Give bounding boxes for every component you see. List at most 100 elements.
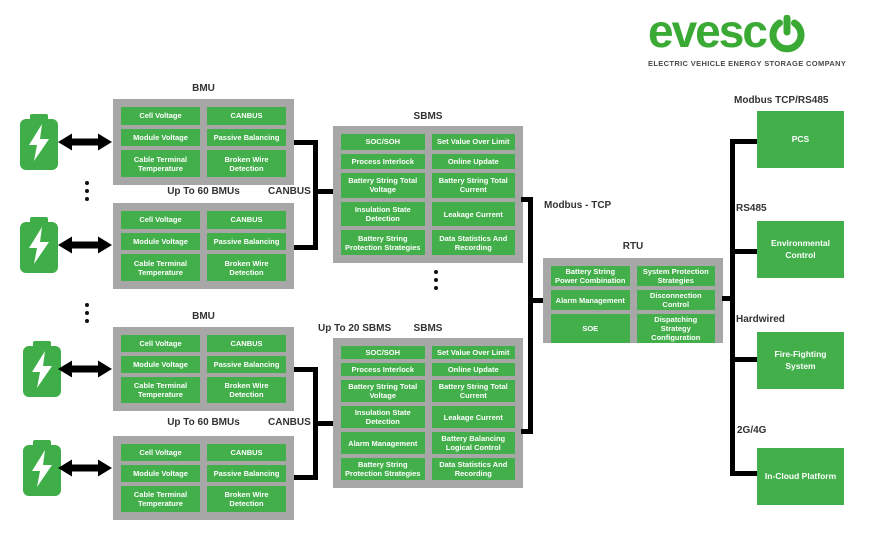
bmu-title: BMU (192, 311, 215, 322)
bmu-cell: Cable Terminal Temperature (121, 150, 200, 177)
bmu-cell: Module Voltage (121, 232, 200, 251)
rtu-cell: Battery String Power Combination (551, 266, 630, 286)
sbms-cell: Process Interlock (341, 363, 425, 376)
sbms-panel-top: SOC/SOH Set Value Over Limit Process Int… (333, 126, 523, 263)
env-bus-label: RS485 (736, 203, 767, 214)
sbms-panel-bottom: SOC/SOH Set Value Over Limit Process Int… (333, 338, 523, 488)
fire-bus-label: Hardwired (736, 314, 785, 325)
in-cloud-box: In-Cloud Platform (757, 448, 844, 505)
rtu-cell: Dispatching Strategy Configuration (636, 314, 715, 343)
bmu-panel-3: Cell Voltage CANBUS Module Voltage Passi… (113, 327, 294, 411)
bmu-panel-2: Cell Voltage CANBUS Module Voltage Passi… (113, 203, 294, 289)
logo-wordmark: evesc (648, 5, 768, 57)
sbms-cell: Set Value Over Limit (431, 134, 515, 150)
connector-line (528, 197, 533, 434)
connector-line (294, 140, 318, 145)
pcs-box: PCS (757, 111, 844, 168)
environmental-control-box: Environmental Control (757, 221, 844, 278)
rtu-cell: Alarm Management (551, 290, 630, 310)
bmu-cell: Passive Balancing (207, 232, 286, 251)
sbms-cell: Battery Balancing Logical Control (431, 432, 515, 454)
rtu-cell: SOE (551, 314, 630, 343)
bmu-cell: Passive Balancing (207, 465, 286, 482)
connector-line (313, 189, 333, 194)
connector-line (730, 139, 735, 476)
bmu-title: BMU (192, 83, 215, 94)
sbms-cell: Online Update (431, 153, 515, 170)
modbus-tcp-label: Modbus - TCP (544, 200, 612, 211)
sbms-cell: SOC/SOH (341, 134, 425, 150)
rtu-cell: Disconnection Control (636, 290, 715, 310)
sbms-cell: Insulation State Detection (341, 201, 425, 227)
sbms-cell: Data Statistics And Recording (431, 458, 515, 480)
connector-line (294, 475, 318, 480)
sbms-cell: Battery String Protection Strategies (341, 230, 425, 255)
sbms-cell: Online Update (431, 363, 515, 376)
bmu-cell: Broken Wire Detection (207, 377, 286, 403)
bmu-cell: Module Voltage (121, 465, 200, 482)
bmu-panel-1: Cell Voltage CANBUS Module Voltage Passi… (113, 99, 294, 185)
rtu-cell: System Protection Strategies (636, 266, 715, 286)
bmu-panel-4: Cell Voltage CANBUS Module Voltage Passi… (113, 436, 294, 520)
connector-line (294, 245, 318, 250)
canbus-label: CANBUS (268, 186, 311, 197)
sbms-cell: Leakage Current (431, 201, 515, 227)
connector-line (313, 421, 333, 426)
battery-icon (23, 440, 61, 496)
canbus-label: CANBUS (268, 417, 311, 428)
sbms-count-label: Up To 20 SBMS (318, 323, 392, 334)
ellipsis-icon (434, 270, 438, 290)
fire-fighting-box: Fire-Fighting System (757, 332, 844, 389)
bmu-cell: Passive Balancing (207, 128, 286, 147)
bmu-cell: Module Voltage (121, 356, 200, 373)
bmu-count-label: Up To 60 BMUs (167, 417, 240, 428)
bmu-cell: Cable Terminal Temperature (121, 254, 200, 281)
bmu-cell: Cable Terminal Temperature (121, 377, 200, 403)
sbms-cell: Insulation State Detection (341, 406, 425, 428)
connector-line (313, 140, 318, 250)
sbms-cell: Battery String Protection Strategies (341, 458, 425, 480)
sbms-cell: Set Value Over Limit (431, 346, 515, 359)
connector-line (730, 249, 757, 254)
sbms-cell: Battery String Total Voltage (341, 380, 425, 402)
sbms-cell: Process Interlock (341, 153, 425, 170)
bmu-count-label: Up To 60 BMUs (167, 186, 240, 197)
logo-tagline: ELECTRIC VEHICLE ENERGY STORAGE COMPANY (648, 59, 847, 68)
sbms-cell: Data Statistics And Recording (431, 230, 515, 255)
bmu-cell: Broken Wire Detection (207, 254, 286, 281)
rtu-panel: Battery String Power Combination System … (543, 258, 723, 343)
connector-line (528, 298, 543, 303)
connector-line (521, 197, 533, 202)
connector-line (730, 471, 757, 476)
bidirectional-arrow-icon (58, 360, 112, 378)
bmu-cell: Cell Voltage (121, 107, 200, 125)
sbms-title: SBMS (413, 323, 443, 334)
bidirectional-arrow-icon (58, 459, 112, 477)
power-button-icon (769, 15, 805, 53)
rtu-title: RTU (622, 241, 644, 252)
ellipsis-icon (85, 181, 89, 201)
battery-icon (20, 217, 58, 273)
bmu-cell: Cable Terminal Temperature (121, 486, 200, 512)
bidirectional-arrow-icon (58, 133, 112, 151)
connector-line (521, 429, 533, 434)
connector-line (722, 296, 734, 301)
bmu-cell: CANBUS (207, 211, 286, 229)
battery-icon (20, 114, 58, 170)
evesco-logo: evesc ELECTRIC VEHICLE ENERGY STORAGE CO… (648, 5, 864, 68)
cloud-bus-label: 2G/4G (737, 425, 767, 436)
sbms-cell: Alarm Management (341, 432, 425, 454)
pcs-bus-label: Modbus TCP/RS485 (734, 95, 829, 106)
logo-wordmark-row: evesc (648, 5, 864, 57)
bmu-cell: Passive Balancing (207, 356, 286, 373)
bmu-cell: CANBUS (207, 444, 286, 461)
bmu-cell: Broken Wire Detection (207, 150, 286, 177)
bmu-cell: Cell Voltage (121, 335, 200, 352)
connector-line (294, 367, 318, 372)
sbms-cell: SOC/SOH (341, 346, 425, 359)
sbms-title: SBMS (413, 111, 443, 122)
battery-icon (23, 341, 61, 397)
bidirectional-arrow-icon (58, 236, 112, 254)
bmu-cell: Cell Voltage (121, 444, 200, 461)
